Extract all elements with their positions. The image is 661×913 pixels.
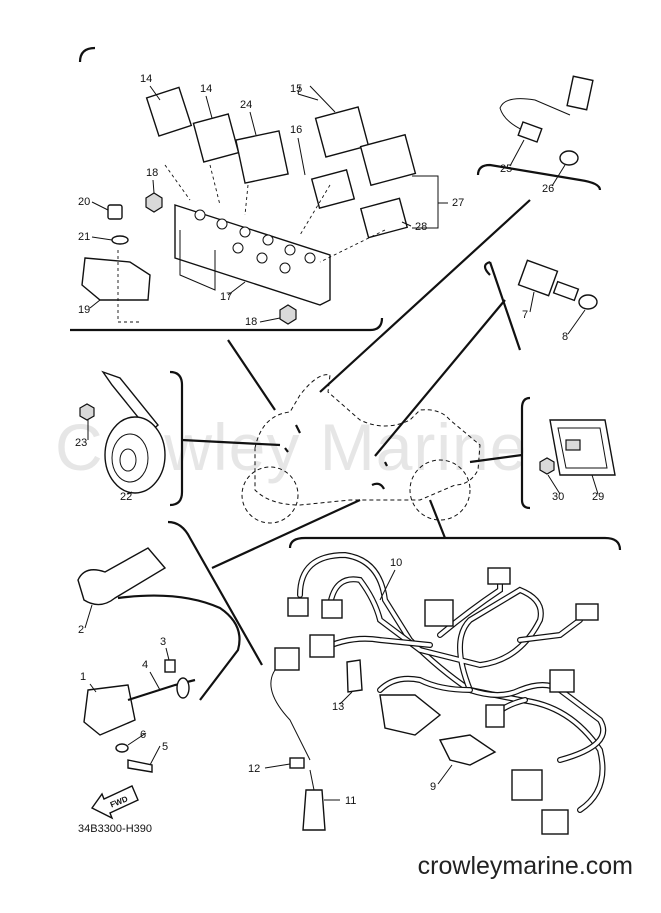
clamp-13	[346, 659, 363, 693]
connector-j	[541, 809, 569, 835]
nut-18b	[279, 304, 297, 325]
callout-21: 21	[78, 231, 90, 243]
callout-9: 9	[430, 781, 436, 793]
fuse-16	[310, 168, 356, 210]
leader-ignition	[211, 499, 361, 569]
callout-30: 30	[552, 491, 564, 503]
callout-22: 22	[120, 491, 132, 503]
callout-7: 7	[522, 309, 528, 321]
leader-temp	[374, 299, 506, 457]
frame-harness	[288, 536, 622, 551]
relay-14a	[145, 86, 193, 137]
connector-e	[487, 567, 511, 585]
callout-23: 23	[75, 437, 87, 449]
callout-4: 4	[142, 659, 148, 671]
relay-assembly	[81, 86, 439, 325]
connector-d	[424, 599, 454, 627]
connector-g	[549, 669, 575, 693]
switch-29	[549, 419, 616, 476]
callout-29: 29	[592, 491, 604, 503]
leader-sensor	[319, 199, 531, 393]
site-url: crowleymarine.com	[417, 852, 633, 880]
sensor-25	[517, 121, 543, 143]
diagram-code: 34B3300-H390	[78, 823, 153, 835]
fwd-arrow: FWD	[90, 785, 139, 820]
callout-18b: 18	[245, 316, 257, 328]
callout-12: 12	[248, 763, 260, 775]
nut-18a	[145, 192, 163, 213]
callout-24: 24	[240, 99, 252, 111]
connector-h	[485, 704, 505, 728]
bolt-5	[127, 759, 153, 773]
frame-relay-bottom	[70, 317, 384, 332]
callout-20: 20	[78, 196, 90, 208]
frame-horn	[169, 370, 184, 507]
sleeve-26	[559, 150, 579, 166]
bolt-23	[79, 403, 95, 421]
relay-24	[235, 130, 289, 184]
callout-10: 10	[390, 557, 402, 569]
callout-25: 25	[500, 163, 512, 175]
connector-25	[566, 75, 594, 111]
callout-13: 13	[332, 701, 344, 713]
callout-2: 2	[78, 624, 84, 636]
frame-temp	[483, 260, 522, 351]
callout-14a: 14	[140, 73, 152, 85]
bracket-17	[174, 204, 331, 306]
connector-c	[309, 634, 335, 658]
fuse-28	[359, 197, 409, 239]
harness-group	[270, 551, 607, 835]
relay-14b	[192, 113, 240, 163]
callout-14b: 14	[200, 83, 212, 95]
connector-a	[287, 597, 309, 617]
leader-horn	[181, 438, 281, 447]
washer-21	[111, 235, 129, 245]
gasket-8	[578, 294, 598, 310]
relay-15a	[314, 106, 370, 158]
callout-5: 5	[162, 741, 168, 753]
connector-i	[511, 769, 543, 801]
connector-f	[575, 603, 599, 621]
callout-16: 16	[290, 124, 302, 136]
washer-6	[115, 743, 129, 753]
connector-b	[321, 599, 343, 619]
callout-27: 27	[452, 197, 464, 209]
frame-sensor-bottom	[476, 163, 602, 191]
clamp-3	[164, 659, 176, 673]
callout-1: 1	[80, 671, 86, 683]
callout-3: 3	[160, 636, 166, 648]
callout-26: 26	[542, 183, 554, 195]
callout-8: 8	[562, 331, 568, 343]
sensor-9	[438, 734, 497, 766]
callout-18a: 18	[146, 167, 158, 179]
callout-19: 19	[78, 304, 90, 316]
connector-k	[274, 647, 300, 671]
horn-assembly	[79, 370, 166, 494]
bracket-12	[289, 757, 305, 769]
plug-cap-2	[77, 547, 167, 606]
nut-30	[539, 457, 555, 475]
bolt-20	[107, 204, 123, 220]
motorcycle-silhouette	[241, 374, 481, 524]
sensor-7	[517, 259, 559, 297]
callout-28: 28	[415, 221, 427, 233]
frame-switch	[520, 396, 531, 510]
callout-11: 11	[345, 795, 356, 807]
o2-sensor-11	[302, 789, 326, 831]
callouts: 14 14 24 15 16 18 20 21 19 17 18 27 28 2…	[75, 73, 604, 807]
frame-ignition	[167, 520, 263, 666]
switch-assembly	[539, 419, 616, 476]
callout-15: 15	[290, 83, 302, 95]
relay-19	[81, 257, 151, 301]
leader-harness	[428, 499, 447, 539]
sensor-assembly	[499, 75, 594, 166]
relay-15b	[359, 133, 417, 187]
leader-relays	[227, 339, 276, 411]
temp-sensor	[517, 259, 598, 310]
coil-1	[83, 684, 136, 736]
ignition-group	[77, 547, 241, 773]
frame-top-left	[78, 46, 96, 63]
